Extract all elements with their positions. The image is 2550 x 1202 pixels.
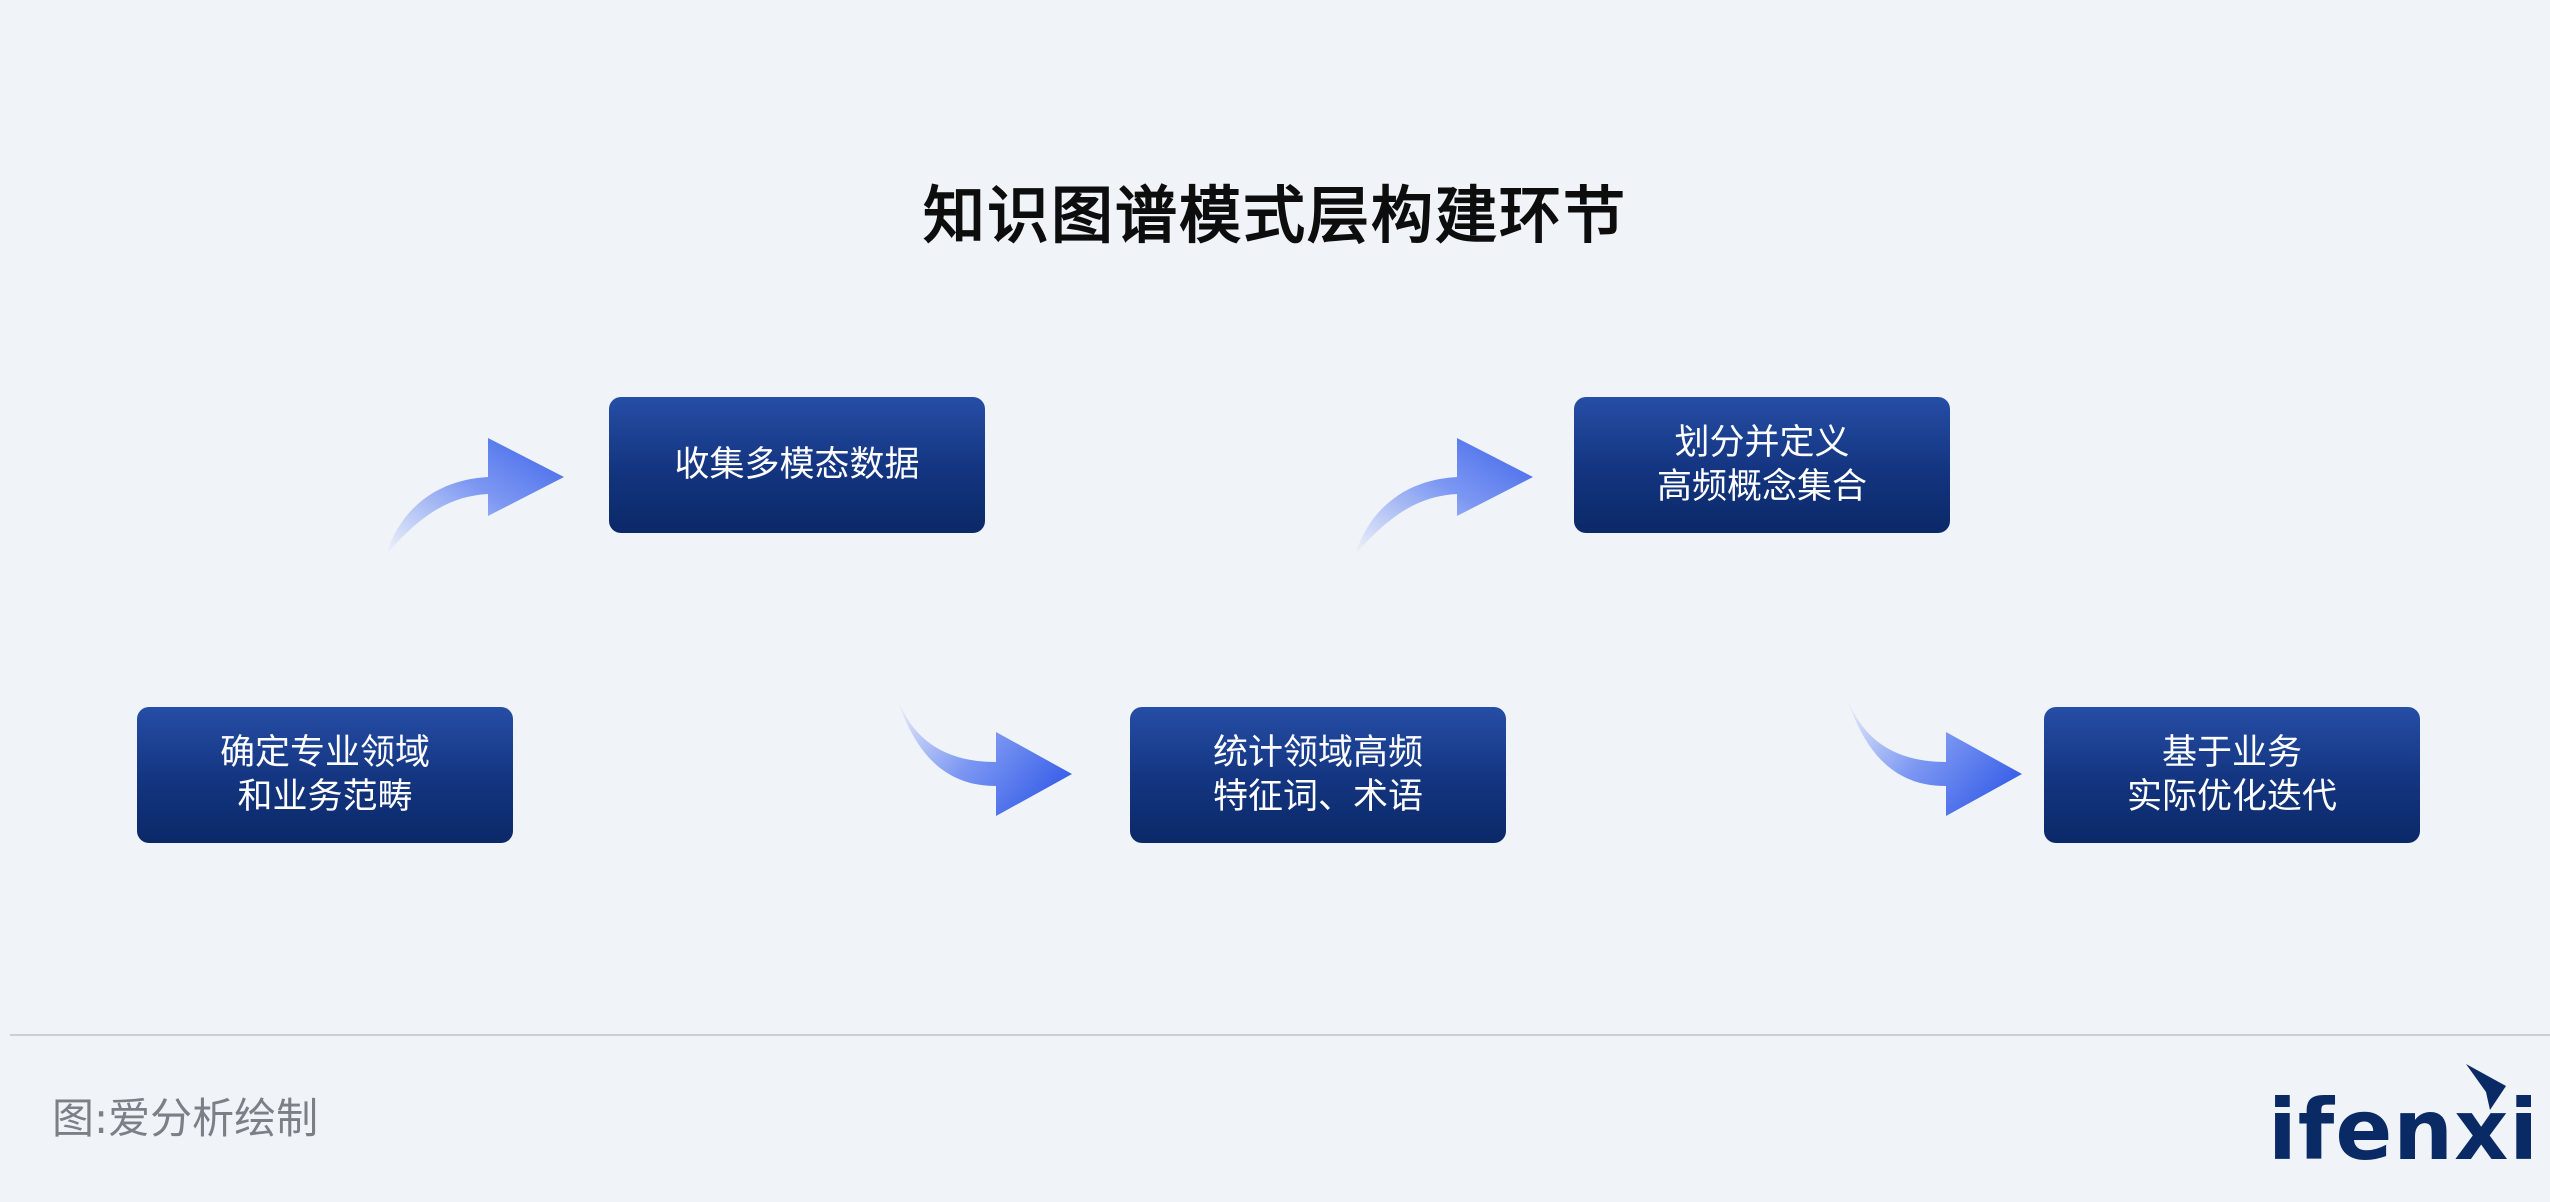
step-1-line-1: 确定专业领域 (219, 733, 430, 773)
step-box-4: 划分并定义 高频概念集合 (1574, 397, 1950, 533)
arrow-down-right-icon (1846, 695, 2022, 816)
page-title: 知识图谱模式层构建环节 (922, 179, 1627, 252)
arrow-up-right-icon (1355, 438, 1533, 555)
source-note: 图:爱分析绘制 (52, 1094, 319, 1143)
step-box-2: 收集多模态数据 (609, 397, 985, 533)
arrow-down-right-icon (896, 695, 1072, 816)
arrow-up-right-icon (386, 438, 564, 555)
step-3-line-2: 特征词、术语 (1212, 777, 1423, 817)
brand-logo: ifenxi (2268, 1062, 2538, 1172)
step-2-line-1: 收集多模态数据 (674, 445, 920, 485)
step-5-line-1: 基于业务 (2161, 733, 2302, 773)
step-4-line-2: 高频概念集合 (1656, 467, 1867, 507)
step-box-1: 确定专业领域 和业务范畴 (137, 707, 513, 843)
step-5-line-2: 实际优化迭代 (2126, 777, 2337, 817)
step-box-5: 基于业务 实际优化迭代 (2044, 707, 2420, 843)
step-4-line-1: 划分并定义 (1674, 423, 1850, 463)
step-1-line-2: 和业务范畴 (237, 777, 413, 817)
footer-divider (10, 1034, 2550, 1036)
step-3-line-1: 统计领域高频 (1212, 733, 1423, 773)
step-box-3: 统计领域高频 特征词、术语 (1130, 707, 1506, 843)
brand-wordmark: ifenxi (2268, 1081, 2540, 1179)
brand-swoosh-icon (2466, 1064, 2506, 1110)
